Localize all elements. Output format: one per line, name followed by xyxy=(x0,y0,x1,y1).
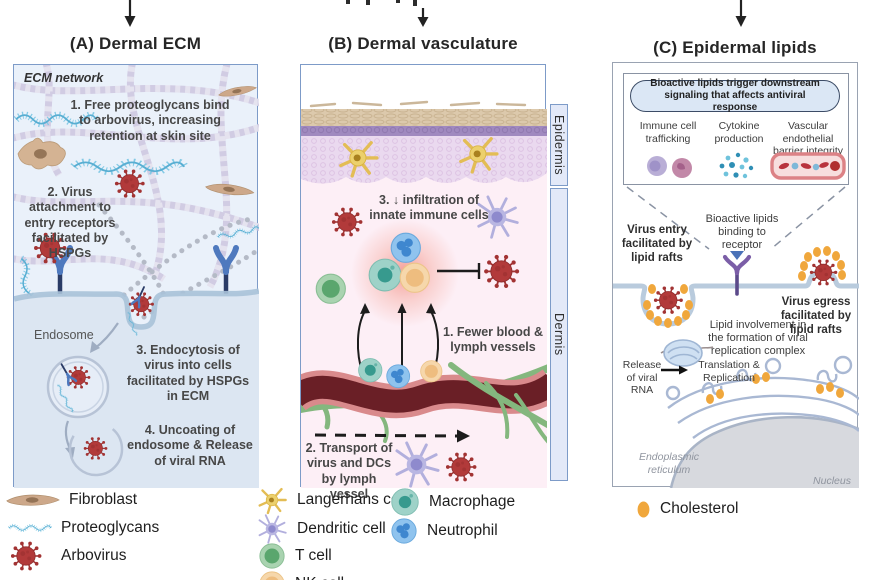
epidermis-layer-label: Epidermis xyxy=(550,104,568,186)
top-arrows xyxy=(124,0,747,27)
lipid-receptor-icon xyxy=(722,251,752,296)
proteoglycan-icon xyxy=(8,523,52,533)
legend-label: Cholesterol xyxy=(660,500,739,517)
legend-arbovirus: Arbovirus xyxy=(10,540,127,572)
virus-egress-label: Virus egress facilitated by lipid rafts xyxy=(780,296,852,337)
panel-a-title: (A) Dermal ECM xyxy=(69,34,202,53)
legend-label: Langerhans cell xyxy=(297,491,407,508)
panel-c-epidermal-lipids: Bioactive lipids trigger downstream sign… xyxy=(612,62,859,488)
legend-label: Macrophage xyxy=(429,493,516,510)
panel-c-graphics xyxy=(613,186,859,488)
neutrophil-icon xyxy=(391,518,417,544)
ecm-network-label: ECM network xyxy=(24,71,104,85)
legend-dendritic: Dendritic cell xyxy=(256,514,386,544)
endosome-label: Endosome xyxy=(34,328,94,342)
vessel-segment-icon xyxy=(770,152,846,180)
panel-b-step3: 3. ↓ infiltration of innate immune cells xyxy=(369,193,489,223)
panel-b-step2: 2. Transport of virus and DCs by lymph v… xyxy=(305,441,393,501)
arbovirus-icon xyxy=(653,285,684,315)
replication-complex-icon xyxy=(660,339,714,367)
legend-macrophage: Macrophage xyxy=(390,488,516,516)
dendritic-cell-icon xyxy=(258,514,287,544)
panel-b-step1: 1. Fewer blood & lymph vessels xyxy=(443,325,544,355)
legend-cholesterol: Cholesterol xyxy=(636,496,738,522)
cholesterol-icon xyxy=(637,500,650,518)
t-cell-icon xyxy=(315,273,346,304)
nk-cell-icon xyxy=(420,360,443,383)
effect-vascular-integrity: Vascular endothelial barrier integrity xyxy=(772,120,844,158)
neutrophil-icon xyxy=(390,232,421,263)
cholesterol-dots xyxy=(798,246,846,281)
legend-label: Proteoglycans xyxy=(61,519,160,536)
signaling-banner: Bioactive lipids trigger downstream sign… xyxy=(630,78,840,113)
t-cell-icon xyxy=(259,543,285,569)
legend-label: T cell xyxy=(295,547,332,564)
effect-icons xyxy=(647,152,846,180)
cytokine-dots xyxy=(719,152,754,179)
legend-label: Arbovirus xyxy=(61,547,127,564)
cholesterol-dots xyxy=(706,372,844,404)
panel-a-step2: 2. Virus attachment to entry receptors f… xyxy=(24,185,116,260)
legend-label: Dendritic cell xyxy=(297,520,386,537)
effect-cytokine-production: Cytokine production xyxy=(714,120,764,145)
replication-label: Lipid involvement in the formation of vi… xyxy=(708,319,808,358)
effect-immune-trafficking: Immune cell trafficking xyxy=(639,120,697,145)
macrophage-icon xyxy=(368,258,402,292)
cropped-text-fragment xyxy=(366,0,370,5)
panel-b-dermal-vasculature: 3. ↓ infiltration of innate immune cells… xyxy=(300,64,547,501)
legend-nk-cell: NK cell xyxy=(258,571,344,580)
arbovirus-icon xyxy=(10,540,42,572)
legend-label: NK cell xyxy=(295,575,344,580)
legend-langerhans: Langerhans cell xyxy=(256,487,407,515)
panel-c-title: (C) Epidermal lipids xyxy=(653,38,817,57)
epidermis-text: Epidermis xyxy=(552,114,566,176)
dermis-text: Dermis xyxy=(552,313,566,356)
panel-a-step1: 1. Free proteoglycans bind to arbovirus,… xyxy=(70,98,230,143)
langerhans-cell-icon xyxy=(258,487,287,515)
panel-a-step3: 3. Endocytosis of virus into cells facil… xyxy=(126,343,250,403)
nucleus-label: Nucleus xyxy=(813,475,851,487)
virus-entry-label: Virus entry facilitated by lipid rafts xyxy=(621,224,693,265)
macrophage-icon xyxy=(358,358,383,383)
fibroblast-icon xyxy=(6,494,60,506)
legend-label: Neutrophil xyxy=(427,522,498,539)
cropped-text-fragment xyxy=(396,0,400,3)
legend-neutrophil: Neutrophil xyxy=(390,518,498,544)
panel-a-dermal-ecm: ECM network 1. Free proteoglycans bind t… xyxy=(13,64,259,488)
legend-fibroblast: Fibroblast xyxy=(6,487,137,513)
binding-label: Bioactive lipids binding to receptor xyxy=(705,213,779,252)
panel-a-graphics xyxy=(14,65,259,488)
panel-a-step4: 4. Uncoating of endosome & Release of vi… xyxy=(127,423,253,468)
panel-b-title: (B) Dermal vasculature xyxy=(328,34,518,53)
neutrophil-icon xyxy=(386,364,411,389)
dermis-layer-label: Dermis xyxy=(550,188,568,481)
release-label: Release of viral RNA xyxy=(622,359,662,397)
nk-cell-icon xyxy=(399,262,430,293)
cropped-text-fragment xyxy=(346,0,350,4)
signaling-box: Bioactive lipids trigger downstream sign… xyxy=(623,73,849,185)
legend-proteoglycans: Proteoglycans xyxy=(8,515,159,541)
cholesterol-dots xyxy=(643,284,693,328)
endoplasmic-reticulum-label: Endoplasmic reticulum xyxy=(638,451,700,476)
legend-tcell: T cell xyxy=(258,543,332,569)
macrophage-icon xyxy=(391,488,419,516)
legend-label: Fibroblast xyxy=(69,491,138,508)
translation-label: Translation & Replication xyxy=(698,359,760,384)
nk-cell-icon xyxy=(259,571,285,580)
panel-b-graphics xyxy=(301,100,547,488)
cropped-text-fragment xyxy=(413,0,417,6)
